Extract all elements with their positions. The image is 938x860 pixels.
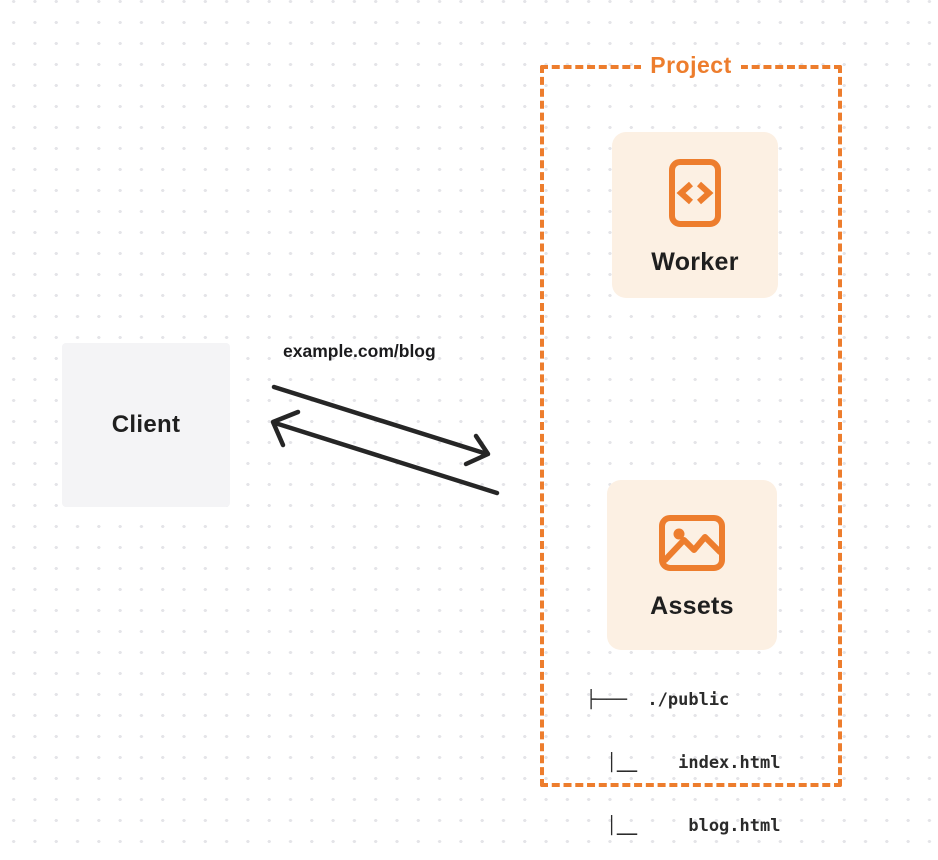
worker-node: Worker [612, 132, 778, 298]
request-arrowhead [463, 433, 491, 467]
tree-line-public: ├─── ./public [586, 690, 730, 710]
response-arrowhead [270, 409, 301, 448]
tree-line-blog: │__ blog.html [586, 816, 781, 836]
request-arrow-shaft [271, 384, 490, 457]
request-url-label: example.com/blog [283, 341, 436, 361]
image-icon [659, 515, 725, 571]
project-label: Project [641, 52, 741, 79]
code-file-icon [669, 159, 721, 227]
client-node: Client [62, 343, 230, 507]
worker-label: Worker [651, 248, 739, 276]
client-label: Client [111, 411, 181, 438]
assets-file-tree: ├─── ./public │__ index.html │__ blog.ht… [586, 648, 780, 860]
project-label-wrap: Project [540, 52, 842, 79]
tree-line-index: │__ index.html [586, 753, 781, 773]
response-arrow-shaft [272, 420, 500, 496]
assets-label: Assets [650, 592, 734, 620]
assets-node: Assets [607, 480, 777, 650]
